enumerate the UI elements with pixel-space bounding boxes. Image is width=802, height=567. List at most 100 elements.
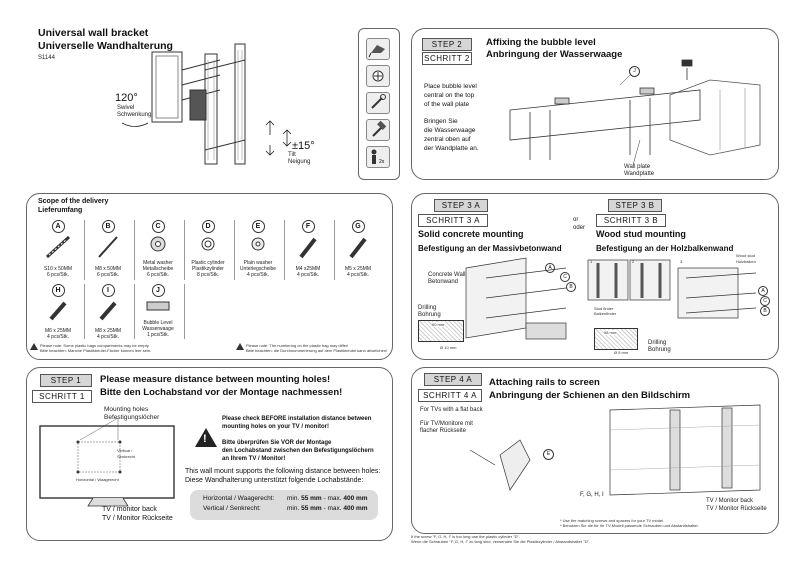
step1-tag: STEP 1: [40, 374, 92, 387]
horizontal-row-label: Horizontal / Waagerecht:: [203, 495, 275, 502]
drill-diagram-a: [418, 320, 464, 342]
scope-separator: [134, 284, 135, 339]
part-e-qty: 4 pcs/Stk.: [247, 272, 269, 278]
vertical-label: Vertical /: [117, 448, 133, 453]
stud-finder-label-de: Balkenfinder: [594, 311, 617, 316]
step2-text-de-4: der Wandplatte an.: [424, 145, 479, 152]
mounting-holes-label-de: Befestigungslöcher: [104, 414, 160, 421]
part-d: D Plastic cylinder Plastikzylinder 8 pcs…: [182, 220, 234, 278]
part-d-qty: 8 pcs/Stk.: [197, 272, 219, 278]
drilling-label-a: Drilling: [418, 305, 437, 311]
step3b-title: Wood stud mounting: [596, 229, 686, 239]
step4-callout-e: E: [543, 449, 554, 460]
part-h-letter: H: [51, 284, 65, 297]
title-de: Universelle Wandhalterung: [38, 40, 173, 52]
wall-plate-label: Wall plate: [624, 164, 651, 170]
part-g-qty: 4 pcs/Stk.: [347, 272, 369, 278]
part-j: J Bubble Level Wasserwaage 1 pcs/Stk.: [132, 284, 184, 338]
step2-text-de-2: die Wasserwaage: [424, 127, 476, 134]
warn-en: Please check BEFORE installation distanc…: [222, 415, 371, 431]
step4-tag: STEP 4 A: [424, 373, 482, 386]
part-b: B M8 x 50MM 6 pcs/Stk.: [82, 220, 134, 278]
warn-en-2: mounting holes on your TV / monitor!: [222, 424, 329, 430]
stud-finder-label: Stud finder: [594, 306, 614, 311]
scope-separator: [284, 220, 285, 280]
step3a-title: Solid concrete mounting: [418, 229, 524, 239]
part-i-size: M8 x 25MM: [94, 328, 122, 334]
scope-separator: [84, 284, 85, 339]
step3a-tag: STEP 3 A: [434, 199, 488, 212]
step3a-tag-de: SCHRITT 3 A: [418, 214, 488, 227]
scope-note-left-de: Bitte beachten: Manche Plastikbeutel-Fäc…: [40, 348, 152, 353]
step2-title-de: Anbringung der Wasserwaage: [486, 49, 623, 60]
step2-text-en: Place bubble level central on the top of…: [424, 82, 494, 109]
scope-separator: [184, 220, 185, 280]
step2-text-de-1: Bringen Sie: [424, 118, 458, 125]
step1-tag-de: SCHRITT 1: [32, 390, 92, 403]
drilling-label-a-de: Bohrung: [418, 312, 441, 318]
flat-back-label-de-1: Für TV/Monitore mit: [420, 421, 473, 427]
swivel-arrow-icon: [121, 122, 149, 127]
part-d-name: Plastic cylinder: [191, 260, 225, 266]
step3b-substep-1: 1: [590, 259, 593, 264]
step3b-title-de: Befestigung an der Holzbalkenwand: [596, 244, 734, 253]
step3b-callout-b: B: [760, 306, 770, 316]
model-number: S1144: [38, 55, 55, 61]
step3b-tag-de: SCHRITT 3 B: [596, 214, 666, 227]
step3b-tag: STEP 3 B: [608, 199, 662, 212]
drilling-label-b: Drilling: [648, 340, 667, 346]
tilt-arrow-icon: [282, 129, 292, 147]
diameter-a: Ø 10 mm: [440, 345, 457, 350]
step4-note-en: * Use the matching screws and spacers fo…: [560, 518, 665, 523]
wall-plate-label-de: Wandplatte: [624, 171, 655, 177]
part-f: F M4 x25MM 4 pcs/Stk.: [282, 220, 334, 278]
part-f-qty: 4 pcs/Stk.: [297, 272, 319, 278]
tv-back-illustration: [39, 417, 175, 507]
flat-back-label-de-2: flacher Rückseite: [420, 428, 467, 434]
part-g-letter: G: [351, 220, 365, 233]
warning-icon: !: [195, 428, 217, 447]
concrete-wall-label: Concrete Wall: [428, 272, 466, 278]
step3a-callout-c: C: [560, 272, 570, 282]
step3a-callout-b: B: [566, 282, 576, 292]
part-f-letter: F: [301, 220, 315, 233]
part-j-name: Bubble Level: [143, 320, 173, 326]
step4-tv-back-label-de: TV / Monitor Rückseite: [706, 506, 767, 512]
warning-icon: [30, 343, 38, 350]
flat-back-label: For TVs with a flat back: [420, 407, 483, 413]
support-en: This wall mount supports the following d…: [185, 468, 381, 475]
scope-separator: [334, 220, 335, 280]
part-i: I M8 x 25MM 4 pcs/Stk.: [82, 284, 134, 340]
step2-tag: STEP 2: [422, 38, 472, 51]
warn-de-1: Bitte überprüfen Sie VOR der Montage: [222, 440, 332, 446]
part-c-name-de: Metallscheibe: [142, 266, 174, 272]
swivel-label-de: Schwenkung: [117, 112, 152, 118]
step2-text-de-3: zentral oben auf: [424, 136, 471, 143]
vertical-min: 55 mm: [301, 505, 322, 512]
step1-title-de: Bitte den Lochabstand vor der Montage na…: [100, 387, 343, 398]
part-e-name: Plain washer: [243, 260, 273, 266]
horizontal-row-value: min. 55 mm - max. 400 mm: [287, 495, 368, 502]
step2-text-en-3: of the wall plate: [424, 101, 470, 108]
screwdriver-icon: [366, 65, 390, 87]
step3b-substep-2: 2: [632, 259, 635, 264]
step1-title: Please measure distance between mounting…: [100, 374, 331, 385]
part-j-name-de: Wasserwaage: [142, 326, 174, 332]
step3b-callout-a: A: [758, 286, 768, 296]
tilt-label: Tilt: [288, 152, 296, 158]
part-j-letter: J: [151, 284, 165, 297]
part-h: H M6 x 25MM 4 pcs/Stk.: [32, 284, 84, 340]
part-i-qty: 4 pcs/Stk.: [97, 334, 119, 340]
warn-de-2: den Lochabstand zwischen den Befestigung…: [222, 448, 374, 454]
step3b-callout-c: C: [760, 296, 770, 306]
mounting-holes-label: Mounting holes: [104, 406, 149, 413]
hammer-icon: [366, 119, 390, 141]
footnote-de: Wenn die Schrauben "F, G, H, I" zu lang …: [411, 539, 591, 544]
part-a-letter: A: [51, 220, 65, 233]
scope-separator: [134, 220, 135, 280]
step2-panel: [411, 28, 779, 180]
or-label-de: oder: [573, 225, 586, 231]
or-label: or: [573, 217, 579, 223]
part-d-letter: D: [201, 220, 215, 233]
scope-title: Scope of the delivery: [38, 198, 109, 205]
